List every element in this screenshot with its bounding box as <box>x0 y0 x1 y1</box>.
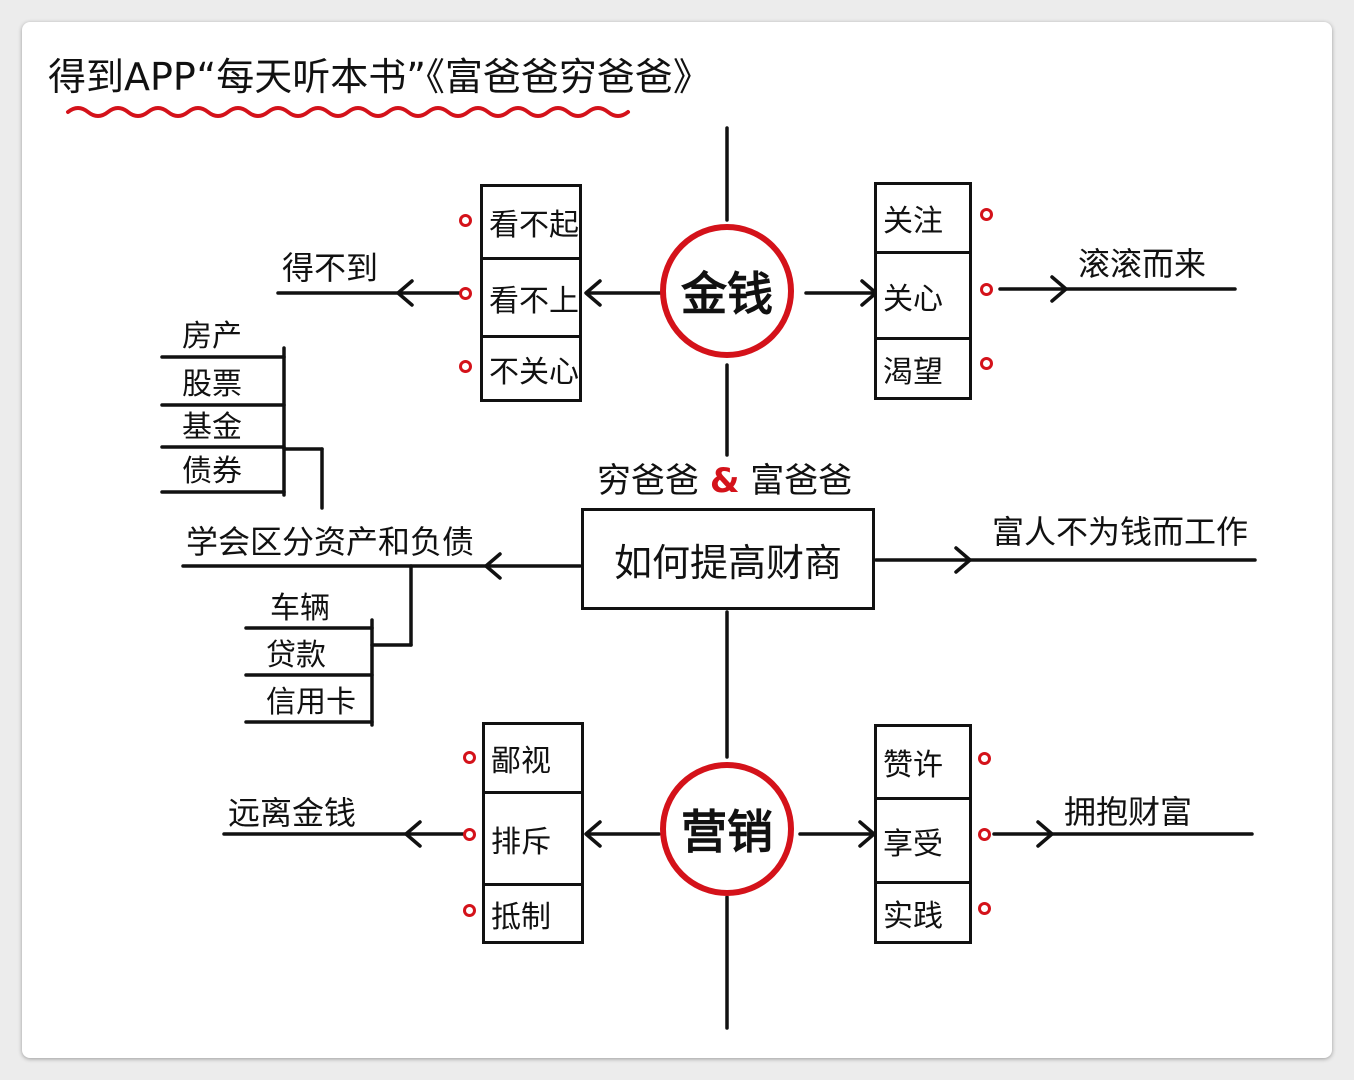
asset-item: 房产 <box>182 319 242 354</box>
bullet-dot <box>459 360 472 373</box>
money-left-item: 看不起 <box>489 208 579 243</box>
marketing-right-item: 享受 <box>877 797 969 881</box>
money-left-result: 得不到 <box>282 249 379 287</box>
marketing-left-item: 排斥 <box>485 791 581 883</box>
money-left-box: 看不起 看不上 不关心 <box>480 184 582 402</box>
center-subtitle: 穷爸爸 & 富爸爸 <box>597 464 852 498</box>
marketing-right-item: 赞许 <box>883 748 943 783</box>
money-right-item: 关注 <box>883 204 943 239</box>
asset-item: 基金 <box>182 410 242 445</box>
bullet-dot <box>463 904 476 917</box>
money-right-box: 关注 关心 渴望 <box>874 182 972 400</box>
center-box: 如何提高财商 <box>581 508 875 610</box>
money-right-result: 滚滚而来 <box>1078 245 1207 283</box>
marketing-right-box: 赞许 享受 实践 <box>874 724 972 944</box>
money-hub-label: 金钱 <box>681 267 773 321</box>
bullet-dot <box>459 287 472 300</box>
marketing-right-item: 实践 <box>877 881 969 941</box>
liability-item: 车辆 <box>270 591 330 626</box>
money-left-item: 不关心 <box>483 335 579 399</box>
marketing-left-box: 鄙视 排斥 抵制 <box>482 722 584 944</box>
title-underline <box>66 106 630 118</box>
liability-item: 信用卡 <box>266 685 356 720</box>
rich-dad-label: 富爸爸 <box>750 461 853 501</box>
bullet-dot <box>459 214 472 227</box>
marketing-hub-label: 营销 <box>681 805 773 859</box>
poor-dad-label: 穷爸爸 <box>597 461 699 501</box>
liability-item: 贷款 <box>266 638 326 673</box>
money-hub: 金钱 <box>660 224 794 358</box>
marketing-right-result: 拥抱财富 <box>1064 793 1193 831</box>
assets-liabilities-label: 学会区分资产和负债 <box>186 523 475 561</box>
money-right-item: 渴望 <box>877 337 969 397</box>
money-right-item: 关心 <box>877 251 969 337</box>
asset-item: 股票 <box>182 367 242 402</box>
bullet-dot <box>463 828 476 841</box>
marketing-left-item: 鄙视 <box>491 744 551 779</box>
marketing-left-item: 抵制 <box>485 883 581 941</box>
bullet-dot <box>980 283 993 296</box>
bullet-dot <box>978 828 991 841</box>
marketing-hub: 营销 <box>660 762 794 896</box>
bullet-dot <box>463 751 476 764</box>
bullet-dot <box>978 902 991 915</box>
bullet-dot <box>980 208 993 221</box>
rich-work-label: 富人不为钱而工作 <box>992 513 1249 551</box>
money-left-item: 看不上 <box>483 257 579 335</box>
page-title: 得到APP“每天听本书”《富爸爸穷爸爸》 <box>48 55 711 99</box>
bullet-dot <box>978 752 991 765</box>
bullet-dot <box>980 357 993 370</box>
ampersand: & <box>709 461 740 501</box>
marketing-left-result: 远离金钱 <box>228 794 357 832</box>
center-main-label: 如何提高财商 <box>613 540 842 585</box>
asset-item: 债券 <box>182 454 242 489</box>
